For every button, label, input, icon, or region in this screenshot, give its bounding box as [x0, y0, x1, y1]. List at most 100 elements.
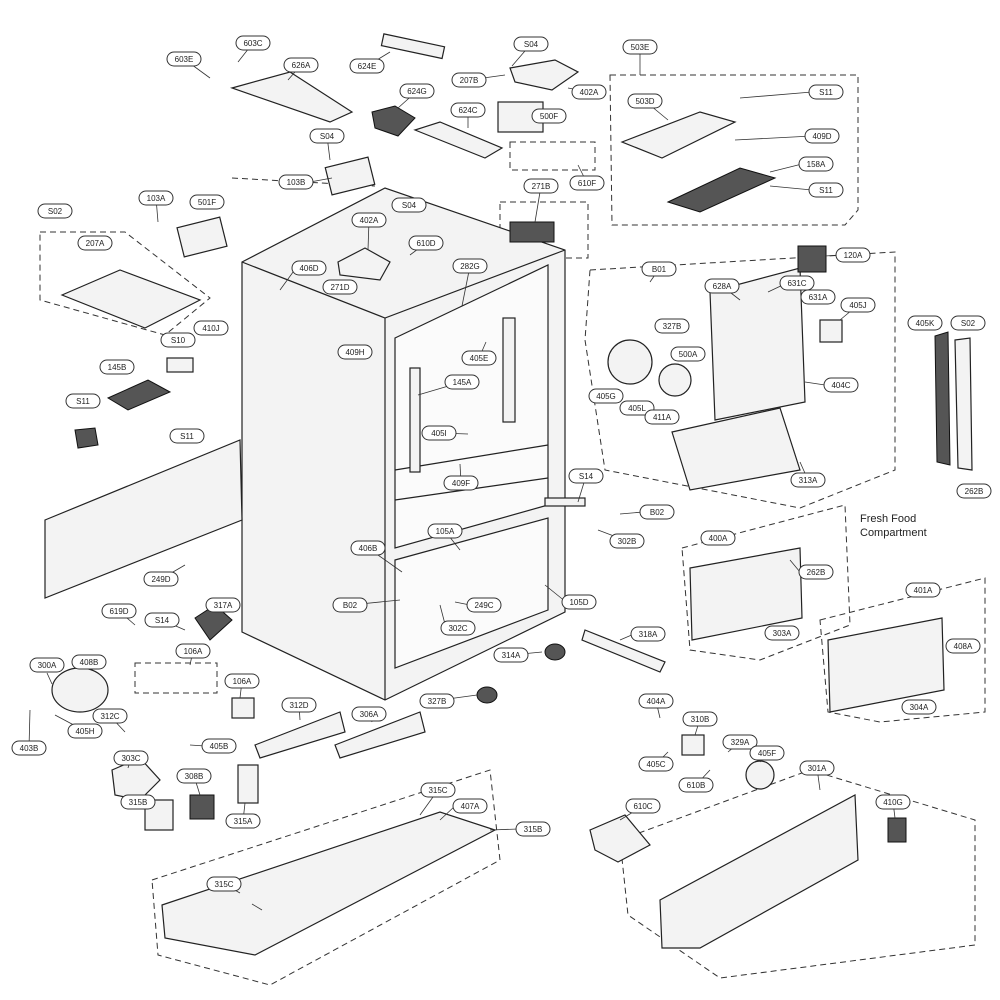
- part-label-oval: [440, 620, 476, 636]
- part-number: 303C: [121, 754, 140, 763]
- part-label: 631C: [779, 275, 815, 291]
- part-number: 624E: [358, 62, 377, 71]
- part-number: S04: [524, 40, 539, 49]
- fan-329a: [745, 760, 775, 790]
- part-number: 310B: [691, 715, 710, 724]
- part-label: 106A: [224, 673, 260, 689]
- part-number: 312C: [100, 712, 119, 721]
- part-label-oval: [875, 794, 911, 810]
- part-label: 120A: [835, 247, 871, 263]
- part-label-oval: [609, 533, 645, 549]
- part-label-oval: [278, 174, 314, 190]
- part-label: S11: [808, 182, 844, 198]
- part-label-oval: [143, 571, 179, 587]
- part-number: 409F: [452, 479, 470, 488]
- part-number: 500A: [679, 350, 698, 359]
- cover-145a: [671, 407, 801, 491]
- part-label-oval: [205, 597, 241, 613]
- part-312c: [254, 711, 346, 759]
- part-label-oval: [461, 350, 497, 366]
- part-label: 405B: [201, 738, 237, 754]
- part-number: 120A: [844, 251, 863, 260]
- part-label: 500A: [670, 346, 706, 362]
- base-315a: [161, 811, 497, 956]
- part-label-oval: [798, 156, 834, 172]
- part-label: 249D: [143, 571, 179, 587]
- part-label: 402A: [571, 84, 607, 100]
- part-label-oval: [144, 612, 180, 628]
- part-312d: [334, 711, 426, 759]
- part-number: 317A: [214, 601, 233, 610]
- part-label: 103B: [278, 174, 314, 190]
- part-label-oval: [798, 564, 834, 580]
- part-label-oval: [408, 235, 444, 251]
- part-number: 610B: [687, 781, 706, 790]
- part-label: 318A: [630, 626, 666, 642]
- part-label: S11: [169, 428, 205, 444]
- part-label: 624C: [450, 102, 486, 118]
- part-number: 306A: [360, 710, 379, 719]
- part-label: 249C: [466, 597, 502, 613]
- part-label: 500F: [531, 108, 567, 124]
- part-label-oval: [99, 359, 135, 375]
- part-label-oval: [799, 760, 835, 776]
- part-number: 103B: [287, 178, 306, 187]
- part-number: 302C: [448, 624, 467, 633]
- part-label: 408A: [945, 638, 981, 654]
- part-label: 501F: [189, 194, 225, 210]
- part-label: 317A: [205, 597, 241, 613]
- part-number: 409D: [812, 132, 831, 141]
- part-label: 106A: [175, 643, 211, 659]
- parts: [44, 33, 973, 956]
- part-label: 624G: [399, 83, 435, 99]
- part-label-oval: [391, 197, 427, 213]
- part-number: 312D: [289, 701, 308, 710]
- part-label-oval: [283, 57, 319, 73]
- part-label: 405I: [421, 425, 457, 441]
- part-label-oval: [113, 750, 149, 766]
- part-number: 409H: [345, 348, 364, 357]
- part-label-oval: [67, 723, 103, 739]
- part-label: 312D: [281, 697, 317, 713]
- part-label-oval: [166, 51, 202, 67]
- hinge-207b: [509, 59, 580, 91]
- part-label-oval: [800, 289, 836, 305]
- pcb-500a: [106, 379, 172, 411]
- part-label: 303A: [764, 625, 800, 641]
- part-number: S10: [171, 336, 186, 345]
- part-label-oval: [92, 708, 128, 724]
- part-624c: [413, 121, 504, 159]
- part-number: 145A: [453, 378, 472, 387]
- part-label-oval: [641, 261, 677, 277]
- fan-405e: [607, 339, 653, 385]
- part-103b: [324, 156, 376, 196]
- part-number: 503D: [635, 97, 654, 106]
- part-label-oval: [11, 740, 47, 756]
- part-label-oval: [568, 468, 604, 484]
- part-label-oval: [349, 58, 385, 74]
- part-label: 405C: [638, 756, 674, 772]
- part-label: S10: [160, 332, 196, 348]
- part-631a: [819, 319, 843, 343]
- motor-327b: [658, 363, 692, 397]
- part-number: 405C: [646, 760, 665, 769]
- part-label-oval: [291, 260, 327, 276]
- evaporator-302b: [689, 547, 803, 641]
- part-number: B01: [652, 265, 667, 274]
- part-label: 409F: [443, 475, 479, 491]
- part-number: 262B: [807, 568, 826, 577]
- part-label: 302C: [440, 620, 476, 636]
- part-label-oval: [905, 582, 941, 598]
- part-label: 327B: [654, 318, 690, 334]
- part-label-oval: [561, 594, 597, 610]
- part-label: 406D: [291, 260, 327, 276]
- part-number: 315B: [524, 825, 543, 834]
- part-label-oval: [71, 654, 107, 670]
- part-label-oval: [808, 182, 844, 198]
- part-number: 408A: [954, 642, 973, 651]
- part-number: B02: [650, 508, 665, 517]
- part-label-oval: [588, 388, 624, 404]
- part-404a: [681, 734, 705, 756]
- part-label-oval: [644, 409, 680, 425]
- part-label-oval: [29, 657, 65, 673]
